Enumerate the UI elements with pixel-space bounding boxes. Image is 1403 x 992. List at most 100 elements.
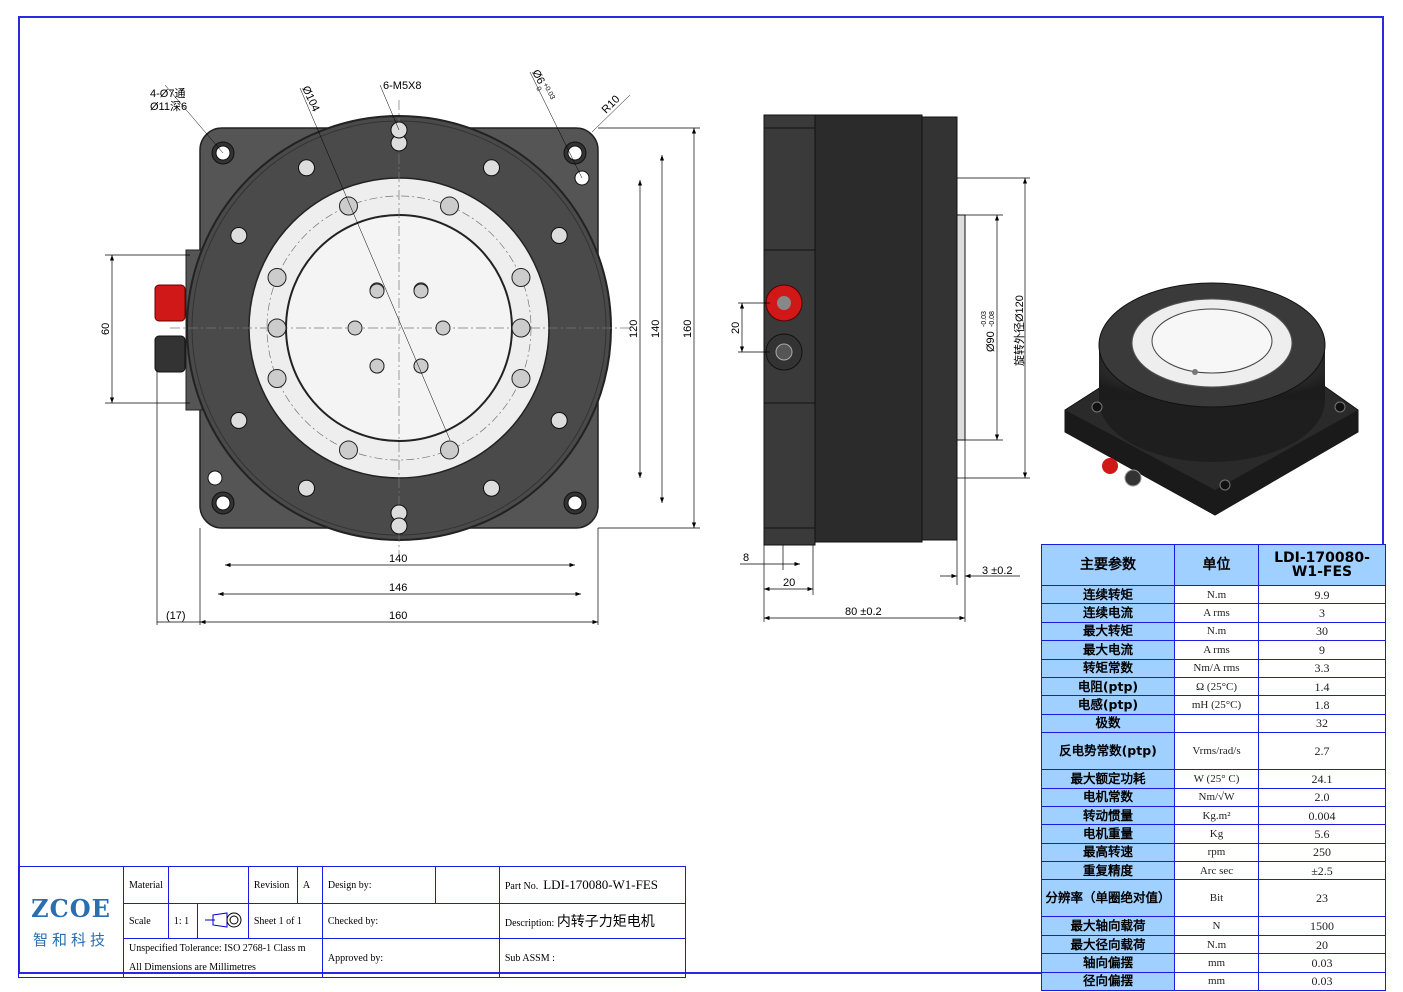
spec-unit: mm bbox=[1174, 953, 1259, 973]
spec-value: 2.7 bbox=[1258, 732, 1386, 771]
spec-unit: N.m bbox=[1174, 584, 1259, 605]
spec-param: 重复精度 bbox=[1041, 861, 1175, 881]
spec-unit bbox=[1174, 713, 1259, 734]
projection-symbol bbox=[196, 903, 249, 939]
rotor-screw bbox=[511, 369, 531, 389]
isometric-render bbox=[1064, 282, 1359, 516]
rotor-screw bbox=[338, 440, 358, 460]
rotor-screw bbox=[440, 440, 460, 460]
spec-row: 电感(ptp)mH (25°C)1.8 bbox=[1041, 695, 1386, 715]
spec-param: 转动惯量 bbox=[1041, 805, 1175, 826]
spec-unit: Vrms/rad/s bbox=[1174, 732, 1259, 771]
callout-counterbore: Ø11深6 bbox=[150, 100, 187, 113]
sub-assembly-label: Sub ASSM : bbox=[498, 938, 687, 978]
title-block: ZCOE 智和科技 Material Revision A Design by:… bbox=[18, 866, 687, 978]
mounting-hole-bore bbox=[567, 145, 583, 161]
sheet-number: Sheet 1 of 1 bbox=[247, 903, 323, 939]
dia90-tol-upper: -0.03 bbox=[981, 311, 988, 327]
spec-param: 电阻(ptp) bbox=[1041, 676, 1175, 697]
company-logo: ZCOE 智和科技 bbox=[18, 866, 124, 978]
spec-unit: A rms bbox=[1174, 603, 1259, 623]
approved-by-label: Approved by: bbox=[321, 938, 500, 978]
tapped-hole bbox=[435, 320, 451, 336]
spec-unit: Arc sec bbox=[1174, 861, 1259, 881]
spec-param: 极数 bbox=[1041, 713, 1175, 734]
rotor-screw bbox=[511, 318, 531, 338]
cover-screw bbox=[550, 227, 568, 244]
spec-unit: Ω (25°C) bbox=[1174, 676, 1259, 697]
spec-unit: Nm/A rms bbox=[1174, 658, 1259, 678]
revision-value: A bbox=[296, 866, 323, 904]
dim-dia90: Ø90 bbox=[985, 331, 997, 352]
black-connector bbox=[154, 335, 186, 373]
scale-value: 1: 1 bbox=[167, 903, 198, 939]
front-view bbox=[154, 100, 630, 555]
spec-row: 电阻(ptp)Ω (25°C)1.4 bbox=[1041, 676, 1386, 697]
spec-unit: N bbox=[1174, 916, 1259, 936]
cover-screw bbox=[390, 517, 408, 535]
rotor-screw bbox=[267, 318, 287, 338]
spec-value: ±2.5 bbox=[1258, 861, 1386, 881]
spec-param: 分辨率（单圈绝对值） bbox=[1041, 879, 1175, 918]
scale-label: Scale bbox=[123, 903, 169, 939]
spec-param: 轴向偏摆 bbox=[1041, 953, 1175, 973]
spec-param: 转矩常数 bbox=[1041, 658, 1175, 678]
rotor-screw bbox=[440, 196, 460, 216]
cover-screw bbox=[298, 479, 315, 497]
checked-by-label: Checked by: bbox=[321, 903, 500, 939]
dim-offset-17: (17) bbox=[166, 610, 186, 622]
callout-tapped: 6-M5X8 bbox=[383, 80, 422, 92]
logo-chinese: 智和科技 bbox=[32, 933, 109, 949]
spec-param: 最大径向载荷 bbox=[1041, 934, 1175, 955]
spec-unit: W (25° C) bbox=[1174, 769, 1259, 789]
spec-param: 电感(ptp) bbox=[1041, 695, 1175, 715]
cover-screw bbox=[298, 159, 315, 177]
spec-value: 0.03 bbox=[1258, 953, 1386, 973]
pin-tolerance-lower: 0 bbox=[534, 86, 542, 93]
center-hole bbox=[413, 283, 429, 299]
design-by-label: Design by: bbox=[321, 866, 436, 904]
dim-gap: 3 ±0.2 bbox=[982, 565, 1013, 577]
callout-radius: R10 bbox=[600, 93, 623, 116]
spec-value: 20 bbox=[1258, 934, 1386, 955]
cover-screw bbox=[483, 479, 500, 497]
spec-unit: Bit bbox=[1174, 879, 1259, 918]
callout-pcd: Ø104 bbox=[299, 84, 321, 113]
spec-unit: A rms bbox=[1174, 640, 1259, 660]
tolerance-note: Unspecified Tolerance: ISO 2768-1 Class … bbox=[129, 943, 306, 954]
dim-160: 160 bbox=[389, 610, 407, 622]
spec-param: 最大轴向载荷 bbox=[1041, 916, 1175, 936]
cover-screw bbox=[550, 412, 568, 429]
rotor-screw bbox=[267, 267, 287, 287]
mounting-hole-bore bbox=[567, 495, 583, 511]
spec-value: 5.6 bbox=[1258, 824, 1386, 844]
spec-param: 连续转矩 bbox=[1041, 584, 1175, 605]
material-label: Material bbox=[123, 866, 169, 904]
rotor-screw bbox=[511, 267, 531, 287]
design-by-value bbox=[434, 866, 500, 904]
spec-unit: N.m bbox=[1174, 934, 1259, 955]
description: 内转子力矩电机 bbox=[556, 914, 655, 930]
dim-140-vertical: 140 bbox=[650, 320, 662, 338]
revision-label: Revision bbox=[247, 866, 298, 904]
header-param: 主要参数 bbox=[1041, 544, 1175, 586]
center-hole bbox=[369, 283, 385, 299]
red-connector bbox=[154, 284, 186, 322]
spec-unit: N.m bbox=[1174, 621, 1259, 642]
spec-param: 最高转速 bbox=[1041, 842, 1175, 863]
side-view bbox=[763, 114, 966, 546]
dim-60: 60 bbox=[100, 323, 112, 335]
spec-unit: Nm/√W bbox=[1174, 787, 1259, 807]
dim-160-vertical: 160 bbox=[682, 320, 694, 338]
spec-param: 连续电流 bbox=[1041, 603, 1175, 623]
